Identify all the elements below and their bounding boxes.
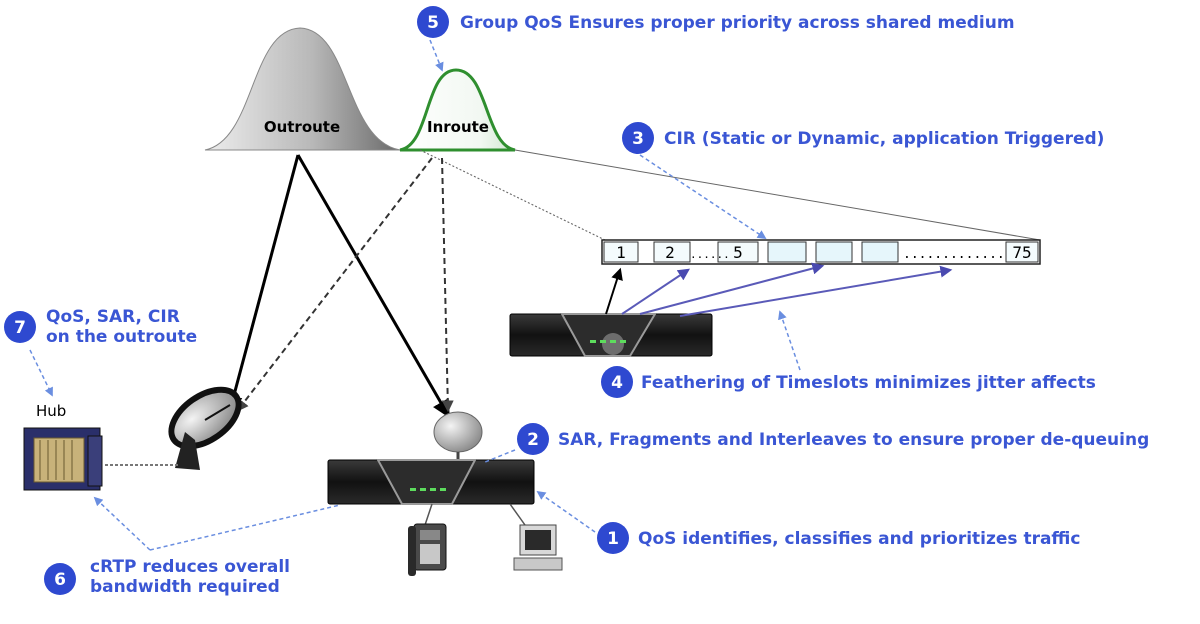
timeslot-2-label: 2 <box>665 243 675 262</box>
callout-3-badge <box>622 122 654 154</box>
callout-6: 6 cRTP reduces overall bandwidth require… <box>44 557 290 597</box>
callout-7: 7 QoS, SAR, CIR on the outroute <box>4 307 197 347</box>
callout-2: 2 SAR, Fragments and Interleaves to ensu… <box>517 423 1149 455</box>
callout-3-number: 3 <box>632 129 644 149</box>
callout-1-arrow <box>536 490 596 533</box>
callout-1-badge <box>597 522 629 554</box>
callout-4-number: 4 <box>611 373 623 393</box>
callout-6-text-line1: cRTP reduces overall <box>90 557 290 577</box>
callout-7-arrow <box>29 349 53 397</box>
timeslot-strip: 1 2 ...... 5 ............. 75 <box>601 239 1041 265</box>
phone-cable <box>424 503 433 526</box>
callout-6-badge <box>44 563 76 595</box>
inroute-label: Inroute <box>427 118 489 136</box>
outroute-hump <box>204 27 401 151</box>
small-dish-icon <box>433 411 483 462</box>
callout-3: 3 CIR (Static or Dynamic, application Tr… <box>622 122 1104 154</box>
timeslot-1 <box>603 241 639 263</box>
slot-arrow-4 <box>679 265 953 317</box>
inroute-down-hub <box>236 157 433 412</box>
timeslot-1-label: 1 <box>616 243 626 262</box>
zoom-line-left <box>419 149 606 241</box>
timeslot-2 <box>653 241 691 263</box>
callout-7-text-line1: QoS, SAR, CIR <box>46 307 180 327</box>
callout-1: 1 QoS identifies, classifies and priorit… <box>597 522 1080 554</box>
callout-6-text-line2: bandwidth required <box>90 577 280 597</box>
remote-modem-right-icon <box>509 313 713 357</box>
timeslot-75-label: 75 <box>1012 243 1031 262</box>
callout-2-text: SAR, Fragments and Interleaves to ensure… <box>558 430 1149 450</box>
callout-4-badge <box>601 366 633 398</box>
callout-1-text: QoS identifies, classifies and prioritiz… <box>638 529 1080 549</box>
timeslot-5 <box>717 241 759 263</box>
zoom-line-right <box>514 149 1041 241</box>
satellite-dish-icon <box>168 386 242 470</box>
inroute-down-remote <box>441 157 454 413</box>
callout-2-number: 2 <box>527 430 539 450</box>
callout-5-number: 5 <box>427 13 439 33</box>
callout-6-arrow-hub <box>93 496 151 551</box>
slot-arrow-1 <box>605 267 623 315</box>
callout-6-arrow-modem <box>149 504 341 551</box>
callout-7-badge <box>4 311 36 343</box>
callout-5: 5 Group QoS Ensures proper priority acro… <box>417 6 1015 38</box>
callout-7-number: 7 <box>14 318 26 338</box>
outroute-down-hub <box>225 154 300 414</box>
callout-3-text: CIR (Static or Dynamic, application Trig… <box>664 129 1104 149</box>
callout-1-number: 1 <box>607 529 619 549</box>
callout-4-text: Feathering of Timeslots minimizes jitter… <box>641 373 1096 393</box>
slot-arrow-3 <box>639 262 825 315</box>
timeslot-5-label: 5 <box>733 243 743 262</box>
callout-2-arrow <box>484 449 516 463</box>
slot-arrow-2 <box>621 268 690 315</box>
computer-icon <box>513 524 563 571</box>
timeslot-a <box>767 241 807 263</box>
pc-cable <box>509 503 526 526</box>
timeslot-dots-short: ...... <box>690 248 730 261</box>
timeslot-c <box>861 241 899 263</box>
callout-7-text-line2: on the outroute <box>46 327 197 347</box>
callout-2-badge <box>517 423 549 455</box>
hub-server-icon <box>23 427 103 491</box>
hub-label: Hub <box>36 402 66 420</box>
outroute-down-remote <box>296 154 450 419</box>
outroute-label: Outroute <box>264 118 340 136</box>
callout-4-arrow <box>778 310 801 371</box>
inroute-hump <box>399 68 516 152</box>
callout-3-arrow <box>639 154 767 239</box>
timeslot-b <box>815 241 853 263</box>
callout-5-arrow <box>429 39 444 72</box>
modem-icon <box>327 459 535 505</box>
callout-4: 4 Feathering of Timeslots minimizes jitt… <box>601 366 1096 398</box>
timeslot-75 <box>1005 241 1039 263</box>
callout-5-text: Group QoS Ensures proper priority across… <box>460 13 1015 33</box>
timeslot-dots-long: ............. <box>903 247 1005 262</box>
callout-6-number: 6 <box>54 570 66 590</box>
telephone-icon <box>408 523 447 576</box>
callout-5-badge <box>417 6 449 38</box>
